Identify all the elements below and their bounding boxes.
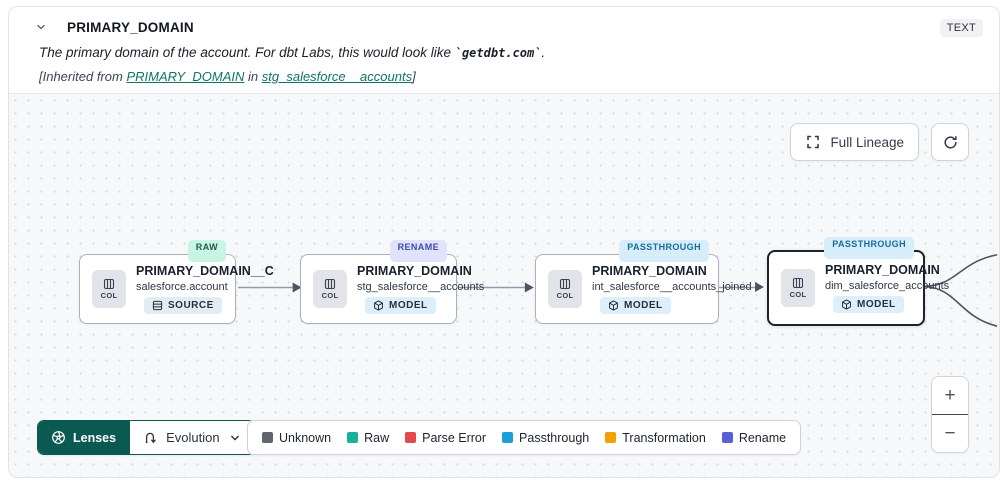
columns-icon — [559, 278, 571, 290]
columns-icon — [792, 277, 804, 289]
node-column-name: PRIMARY_DOMAIN__C — [136, 264, 274, 278]
resource-type-chip: MODEL — [365, 297, 436, 314]
inherited-middle: in — [244, 69, 262, 84]
column-lineage-panel: PRIMARY_DOMAIN TEXT The primary domain o… — [8, 6, 1000, 478]
inherited-column-link[interactable]: PRIMARY_DOMAIN — [126, 69, 245, 84]
lenses-button[interactable]: Lenses — [38, 421, 130, 454]
lineage-node-salesforce-account[interactable]: RAW COL PRIMARY_DOMAIN__C salesforce.acc… — [79, 240, 274, 324]
node-model-name: int_salesforce__accounts_joined — [592, 281, 752, 293]
node-column-name: PRIMARY_DOMAIN — [825, 263, 940, 277]
lens-dropdown[interactable]: Evolution — [129, 421, 254, 454]
legend-item-unknown: Unknown — [262, 431, 331, 445]
legend-item-rename: Rename — [721, 431, 786, 445]
lineage-edges — [238, 253, 998, 327]
column-title: PRIMARY_DOMAIN — [67, 19, 194, 35]
zoom-in-button[interactable]: + — [932, 377, 968, 415]
inherited-prefix: [Inherited from — [39, 69, 127, 84]
lineage-node-dim-salesforce-accounts[interactable]: PASSTHROUGH COL PRIMARY_DOMAIN dim_sales… — [767, 237, 949, 326]
legend-swatch — [347, 432, 359, 443]
columns-icon — [103, 278, 115, 290]
legend-swatch — [721, 432, 733, 443]
model-cube-icon — [609, 300, 618, 311]
lenses-label: Lenses — [73, 430, 117, 445]
legend-swatch — [502, 432, 514, 443]
status-badge-raw: RAW — [187, 240, 226, 262]
status-badge-passthrough: PASSTHROUGH — [619, 240, 709, 262]
node-model-name: stg_salesforce__accounts — [357, 281, 485, 293]
collapse-chevron-icon[interactable] — [33, 19, 49, 35]
status-badge-passthrough: PASSTHROUGH — [824, 237, 914, 259]
node-model-name: salesforce.account — [136, 281, 228, 293]
lens-selected-value: Evolution — [166, 430, 220, 445]
lineage-node-int-salesforce-accounts-joined[interactable]: PASSTHROUGH COL PRIMARY_DOMAIN int_sales… — [535, 240, 752, 324]
node-model-name: dim_salesforce_accounts — [825, 280, 950, 292]
inherited-from-line: [Inherited from PRIMARY_DOMAIN in stg_sa… — [39, 69, 983, 84]
description-code: `getdbt.com` — [454, 46, 542, 60]
refresh-icon — [943, 135, 957, 148]
legend-swatch — [405, 432, 417, 443]
legend-item-transformation: Transformation — [605, 431, 706, 445]
legend-item-passthrough: Passthrough — [502, 431, 589, 445]
column-chip: COL — [548, 270, 582, 308]
zoom-out-button[interactable]: − — [932, 415, 968, 452]
lineage-node-stg-salesforce-accounts[interactable]: RENAME COL PRIMARY_DOMAIN stg_salesforce… — [300, 240, 484, 324]
column-chip: COL — [781, 269, 815, 307]
column-chip: COL — [313, 270, 347, 308]
node-column-name: PRIMARY_DOMAIN — [357, 264, 472, 278]
resource-type-chip: SOURCE — [144, 297, 222, 314]
status-badge-rename: RENAME — [389, 240, 447, 262]
col-label: COL — [789, 290, 807, 299]
inherited-model-link[interactable]: stg_salesforce__accounts — [261, 69, 413, 84]
description-text: The primary domain of the account. For d… — [39, 45, 455, 60]
legend-item-raw: Raw — [347, 431, 389, 445]
description-period: . — [541, 45, 546, 60]
chevron-down-icon — [230, 435, 239, 440]
column-type-badge: TEXT — [939, 19, 983, 37]
column-chip: COL — [92, 270, 126, 308]
inherited-suffix: ] — [412, 69, 416, 84]
refresh-button[interactable] — [931, 123, 969, 161]
resource-type-chip: MODEL — [833, 296, 904, 313]
legend-item-parse-error: Parse Error — [405, 431, 486, 445]
lens-legend: Unknown Raw Parse Error Passthrough Tran… — [247, 420, 802, 455]
full-lineage-button[interactable]: Full Lineage — [790, 123, 919, 161]
col-label: COL — [100, 291, 118, 300]
zoom-controls: + − — [931, 376, 969, 453]
evolution-icon — [145, 432, 156, 443]
column-header: PRIMARY_DOMAIN TEXT The primary domain o… — [9, 7, 999, 96]
column-description: The primary domain of the account. For d… — [39, 45, 983, 60]
node-column-name: PRIMARY_DOMAIN — [592, 264, 707, 278]
model-cube-icon — [374, 300, 383, 311]
legend-swatch — [262, 432, 273, 443]
col-label: COL — [556, 291, 574, 300]
legend-swatch — [605, 432, 617, 443]
lineage-canvas[interactable]: RAW COL PRIMARY_DOMAIN__C salesforce.acc… — [9, 93, 999, 477]
resource-type-chip: MODEL — [600, 297, 671, 314]
source-icon — [152, 300, 163, 311]
col-label: COL — [321, 291, 339, 300]
lens-aperture-icon — [52, 431, 65, 444]
expand-icon — [807, 135, 820, 149]
columns-icon — [324, 278, 336, 290]
full-lineage-label: Full Lineage — [830, 134, 904, 150]
model-cube-icon — [842, 299, 851, 310]
lenses-control: Lenses Evolution — [37, 420, 255, 455]
